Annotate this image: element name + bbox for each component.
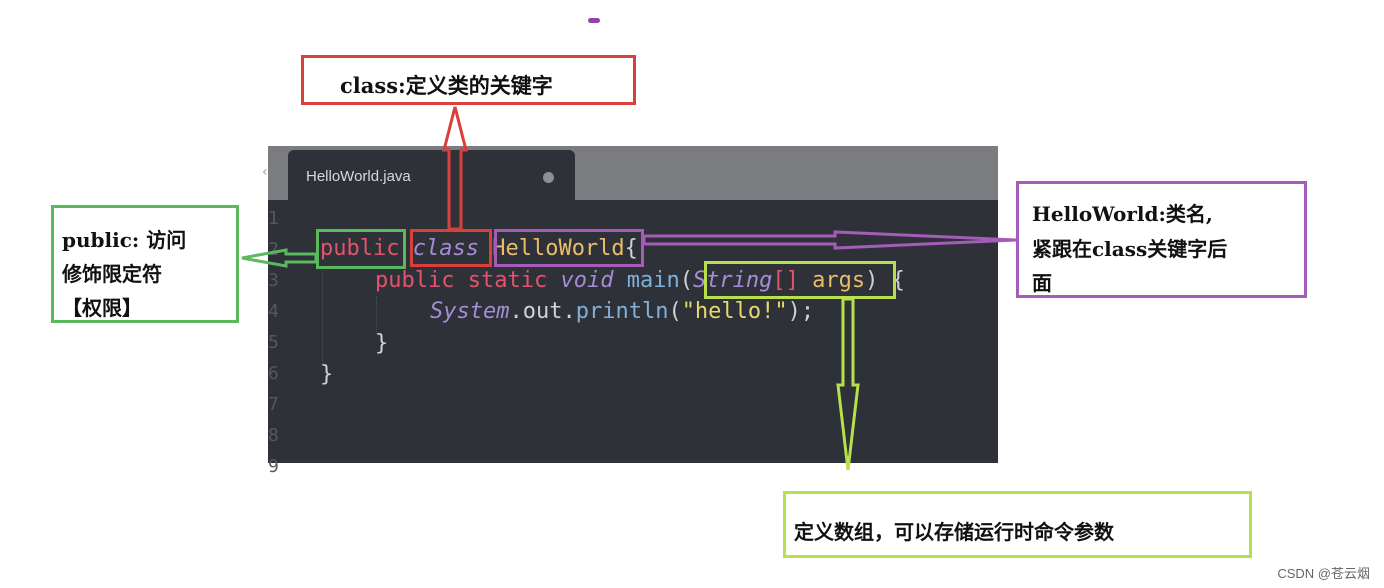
keyword-static: static xyxy=(467,268,548,293)
open-brace: { xyxy=(624,236,638,261)
line-number: 8 xyxy=(268,425,279,446)
args-annotation-text: 定义数组，可以存储运行时命令参数 xyxy=(794,520,1114,544)
code-line-2[interactable]: public class HelloWorld{ xyxy=(320,238,638,260)
line-number: 1 xyxy=(268,208,279,229)
code-line-4[interactable]: System.out.println("hello!"); xyxy=(430,301,814,323)
indent-guide xyxy=(376,296,377,334)
arrow-public xyxy=(241,248,318,268)
keyword-class: class xyxy=(412,236,479,261)
method-println: println xyxy=(575,299,669,324)
line-number: 9 xyxy=(268,456,279,477)
class-annotation: class:定义类的关键字 xyxy=(301,55,636,105)
classname-annotation: HelloWorld:类名, 紧跟在class关键字后 面 xyxy=(1016,181,1307,298)
close-brace: } xyxy=(320,362,334,387)
tab-scroll-left-icon[interactable]: ‹ xyxy=(262,164,268,180)
arrow-args xyxy=(836,297,860,471)
public-annotation-line: 【权限】 xyxy=(62,296,142,320)
highlight-args xyxy=(704,261,896,299)
string-literal: "hello!" xyxy=(681,299,788,324)
close-paren: ); xyxy=(787,299,815,324)
keyword-void: void xyxy=(560,268,614,293)
line-number: 3 xyxy=(268,270,279,291)
type-string: String xyxy=(692,268,773,293)
line-number: 6 xyxy=(268,363,279,384)
keyword-public: public xyxy=(320,236,400,261)
tab-bar: ‹ HelloWorld.java xyxy=(262,146,998,200)
tab-title: HelloWorld.java xyxy=(306,168,411,185)
public-annotation-line: public: 访问 xyxy=(62,228,187,252)
line-number: 7 xyxy=(268,394,279,415)
highlight-public xyxy=(316,229,406,269)
code-line-3[interactable]: public static void main(String[] args) { xyxy=(375,270,905,292)
close-brace: } xyxy=(375,331,389,356)
args-annotation: 定义数组，可以存储运行时命令参数 xyxy=(783,491,1252,558)
classname-annotation-line: 面 xyxy=(1032,271,1052,295)
classname-annotation-line: HelloWorld:类名, xyxy=(1032,202,1213,226)
class-annotation-text: class:定义类的关键字 xyxy=(340,73,553,98)
array-brackets: [] xyxy=(772,268,799,293)
highlight-classname xyxy=(494,229,644,267)
public-annotation-line: 修饰限定符 xyxy=(62,262,162,286)
unsaved-dot-icon[interactable] xyxy=(543,172,554,183)
method-main: main xyxy=(626,268,680,293)
code-line-6[interactable]: } xyxy=(320,364,333,386)
paren: ( xyxy=(668,299,682,324)
arrow-class xyxy=(442,106,468,231)
code-editor: ‹ HelloWorld.java 1 2 3 4 5 6 7 8 9 publ… xyxy=(262,146,998,477)
classname-annotation-line: 紧跟在class关键字后 xyxy=(1032,237,1228,261)
arrow-classname xyxy=(642,230,1017,250)
line-number: 4 xyxy=(268,301,279,322)
line-number: 2 xyxy=(268,239,279,260)
watermark: CSDN @苍云烟 xyxy=(1277,566,1370,581)
line-number: 5 xyxy=(268,332,279,353)
class-name: HelloWorld xyxy=(492,236,625,261)
class-system: System xyxy=(430,299,510,324)
tab-hello-world[interactable]: HelloWorld.java xyxy=(288,150,575,200)
public-annotation: public: 访问 修饰限定符 【权限】 xyxy=(51,205,239,323)
indent-guide xyxy=(322,268,323,363)
param-args: args xyxy=(812,268,866,293)
stray-mark xyxy=(588,18,600,23)
code-line-5[interactable]: } xyxy=(375,333,388,355)
keyword-public: public xyxy=(375,268,455,293)
paren: ( xyxy=(679,268,693,293)
field-out: .out. xyxy=(509,299,576,324)
line-number-gutter: 1 2 3 4 5 6 7 8 9 xyxy=(268,204,282,477)
